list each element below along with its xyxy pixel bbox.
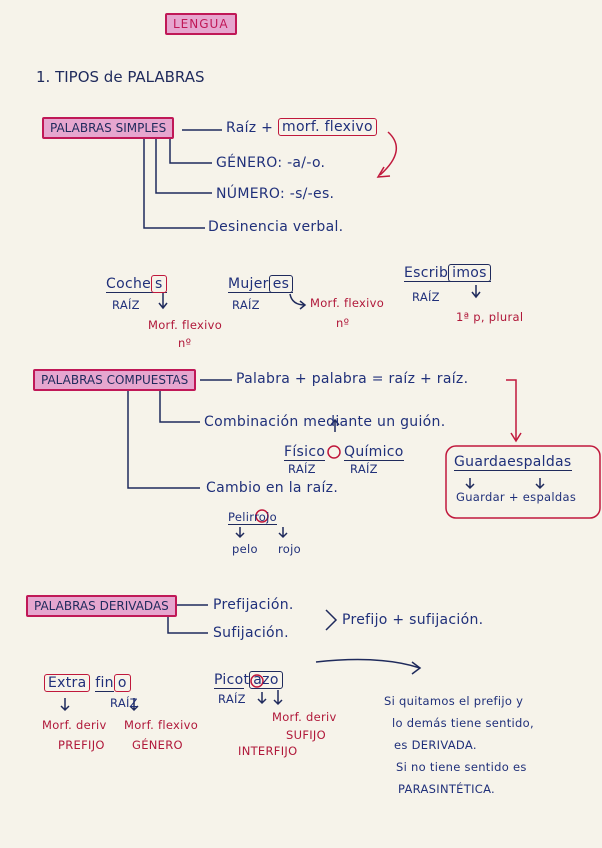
escribimos-raiz: RAÍZ <box>412 290 440 304</box>
espaldas-part: espaldas <box>507 454 572 471</box>
palabras-simples-label: PALABRAS SIMPLES <box>42 117 175 139</box>
quimico-text: Químico <box>344 444 404 461</box>
note-line-3: es DERIVADA. <box>394 738 477 752</box>
extrafino-raiz: RAÍZ <box>110 696 138 710</box>
coche-morf: Morf. flexivo <box>148 318 223 332</box>
morf-flexivo-text: morf. flexivo <box>278 118 377 136</box>
escribimos-suffix: imos <box>448 264 491 282</box>
guardar-espaldas: Guardar + espaldas <box>456 490 577 504</box>
coche-raiz: RAÍZ <box>112 298 140 312</box>
subject-title: LENGUA <box>165 13 237 35</box>
section-title: 1. TIPOS de PALABRAS <box>36 68 205 86</box>
fin-part: fin <box>95 675 114 692</box>
morf-deriv-1: Morf. deriv <box>42 718 107 732</box>
prefijacion-text: Prefijación. <box>213 597 294 613</box>
genero-text: GÉNERO: -a/-o. <box>216 155 326 171</box>
quimico-raiz: RAÍZ <box>350 462 378 476</box>
azo-part: azo <box>249 671 283 689</box>
pico-part: Pico <box>214 672 244 689</box>
rojo-text: rojo <box>278 542 301 556</box>
o-part: o <box>113 674 131 692</box>
extra-part: Extra <box>44 674 91 692</box>
morf-deriv-2: Morf. deriv <box>272 710 337 724</box>
mujer-morf: Morf. flexivo <box>310 296 385 310</box>
coche-num: nº <box>178 336 192 350</box>
note-line-5: PARASINTÉTICA. <box>398 782 496 796</box>
numero-text: NÚMERO: -s/-es. <box>216 186 335 202</box>
palabras-derivadas-label: PALABRAS DERIVADAS <box>26 595 177 617</box>
note-line-1: Si quitamos el prefijo y <box>384 694 524 708</box>
mujer-root: Mujer <box>228 276 269 292</box>
fisico-text: Físico <box>284 444 326 461</box>
peli-part: Peli <box>228 510 250 525</box>
rrojo-part: rrojo <box>249 510 277 525</box>
sufijacion-text: Sufijación. <box>213 625 289 641</box>
guardaespaldas-word: Guardaespaldas <box>454 454 572 471</box>
escribimos-morf: 1ª p, plural <box>456 310 524 324</box>
compuesta-rule: Palabra + palabra = raíz + raíz. <box>236 371 469 387</box>
genero-text-2: GÉNERO <box>132 738 183 752</box>
prefijo-sufijacion-text: Prefijo + sufijación. <box>342 612 484 628</box>
t-part: t <box>243 672 250 688</box>
coche-root: Coche <box>106 276 152 292</box>
coche-suffix: s <box>151 275 167 293</box>
mujer-num: nº <box>336 316 350 330</box>
note-line-2: lo demás tiene sentido, <box>392 716 534 730</box>
sufijo-text: SUFIJO <box>286 728 326 742</box>
mujer-raiz: RAÍZ <box>232 298 260 312</box>
guion-text: Combinación mediante un guión. <box>204 414 446 430</box>
raiz-text: Raíz + <box>226 120 274 136</box>
pelirrojo-word: Pelirrojo <box>228 510 277 525</box>
guarda-part: Guarda <box>454 454 508 471</box>
desinencia-text: Desinencia verbal. <box>208 219 344 235</box>
morf-flex-1: Morf. flexivo <box>124 718 199 732</box>
prefijo-text: PREFIJO <box>58 738 105 752</box>
mujer-suffix: es <box>268 275 294 293</box>
escribimos-root: Escrib <box>404 265 449 281</box>
interfijo-text: INTERFIJO <box>238 744 298 758</box>
picotazo-raiz: RAÍZ <box>218 692 246 706</box>
fisico-raiz: RAÍZ <box>288 462 316 476</box>
palabras-compuestas-label: PALABRAS COMPUESTAS <box>33 369 197 391</box>
pelo-text: pelo <box>232 542 258 556</box>
cambio-text: Cambio en la raíz. <box>206 480 339 496</box>
note-line-4: Si no tiene sentido es <box>396 760 527 774</box>
